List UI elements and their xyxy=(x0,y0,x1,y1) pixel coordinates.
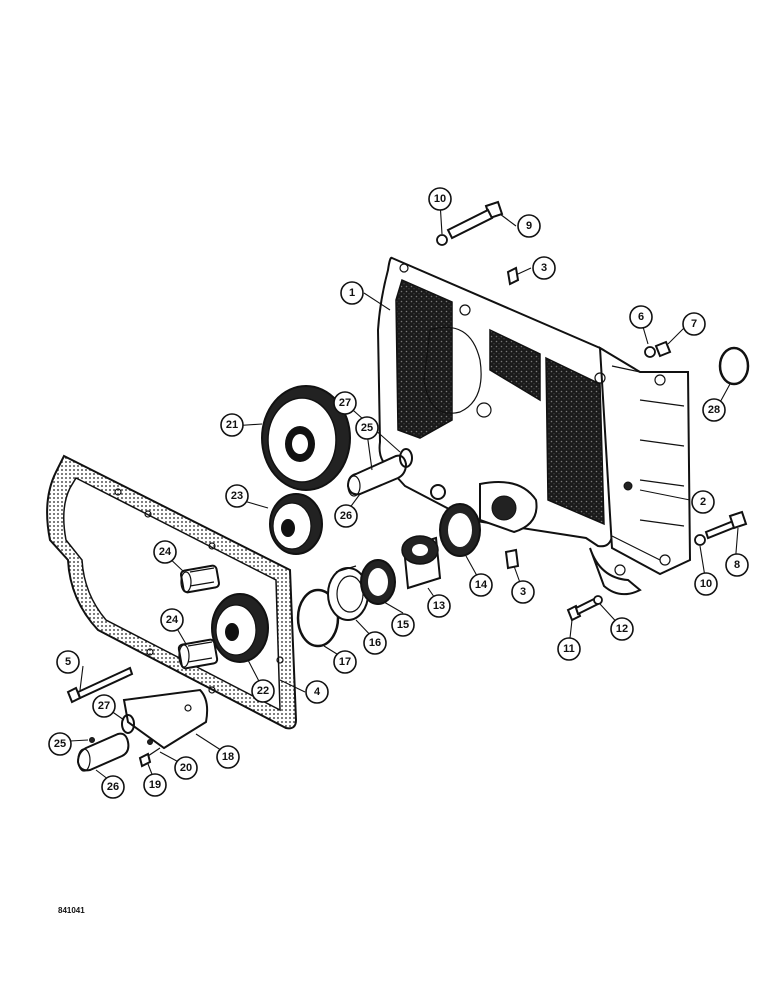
bolt-11-12 xyxy=(566,595,603,622)
gear-22 xyxy=(211,593,269,663)
svg-text:5: 5 xyxy=(65,656,71,668)
svg-text:10: 10 xyxy=(700,578,712,590)
svg-text:23: 23 xyxy=(231,490,243,502)
svg-text:9: 9 xyxy=(526,220,532,232)
svg-text:19: 19 xyxy=(149,779,161,791)
bearing-14 xyxy=(439,503,481,557)
callout-28: 28 xyxy=(702,398,726,422)
callout-22: 22 xyxy=(251,679,275,703)
cover-plate-18 xyxy=(122,688,209,750)
callout-26-lower: 26 xyxy=(101,775,125,799)
svg-text:24: 24 xyxy=(166,614,179,626)
needle-bearing-upper xyxy=(179,564,221,594)
callout-27-upper: 27 xyxy=(333,391,357,415)
svg-text:14: 14 xyxy=(475,579,488,591)
svg-text:27: 27 xyxy=(98,700,110,712)
sleeve-16 xyxy=(327,565,369,621)
callout-23: 23 xyxy=(225,484,249,508)
svg-text:21: 21 xyxy=(226,419,238,431)
callout-15: 15 xyxy=(391,613,415,637)
svg-text:3: 3 xyxy=(541,262,547,274)
callout-3-bottom: 3 xyxy=(511,580,535,604)
o-ring-seal-17 xyxy=(296,588,340,648)
callout-19: 19 xyxy=(143,773,167,797)
screw-19 xyxy=(138,739,161,768)
callout-21: 21 xyxy=(220,413,244,437)
gear-21 xyxy=(261,385,351,491)
svg-text:28: 28 xyxy=(708,404,720,416)
gear-23 xyxy=(269,493,323,555)
svg-text:16: 16 xyxy=(369,637,381,649)
callout-16: 16 xyxy=(363,631,387,655)
callout-18: 18 xyxy=(216,745,240,769)
callout-9: 9 xyxy=(517,214,541,238)
callout-13: 13 xyxy=(427,594,451,618)
callout-8: 8 xyxy=(725,553,749,577)
svg-text:25: 25 xyxy=(361,422,373,434)
shaft-lower xyxy=(76,714,135,772)
seal-15 xyxy=(360,559,396,605)
callout-2: 2 xyxy=(691,490,715,514)
svg-text:8: 8 xyxy=(734,559,740,571)
callout-10-top: 10 xyxy=(428,187,452,211)
bolt-9 xyxy=(436,200,504,246)
svg-text:20: 20 xyxy=(180,762,192,774)
callout-25-upper: 25 xyxy=(355,416,379,440)
svg-text:22: 22 xyxy=(257,685,269,697)
callout-4: 4 xyxy=(305,680,329,704)
callout-5: 5 xyxy=(56,650,80,674)
needle-bearing-lower xyxy=(177,638,219,670)
svg-text:3: 3 xyxy=(520,586,526,598)
callout-27-lower: 27 xyxy=(92,694,116,718)
callout-6: 6 xyxy=(629,305,653,329)
callout-7: 7 xyxy=(682,312,706,336)
svg-text:2: 2 xyxy=(700,496,706,508)
svg-text:27: 27 xyxy=(339,397,351,409)
svg-text:1: 1 xyxy=(349,287,355,299)
callout-24-upper: 24 xyxy=(153,540,177,564)
svg-text:10: 10 xyxy=(434,193,446,205)
svg-text:12: 12 xyxy=(616,623,628,635)
svg-text:4: 4 xyxy=(314,686,321,698)
callout-26-upper: 26 xyxy=(334,504,358,528)
callout-14: 14 xyxy=(469,573,493,597)
svg-text:7: 7 xyxy=(691,318,697,330)
svg-text:26: 26 xyxy=(340,510,352,522)
svg-text:17: 17 xyxy=(339,656,351,668)
callout-25-lower: 25 xyxy=(48,732,72,756)
svg-text:15: 15 xyxy=(397,619,409,631)
callout-11: 11 xyxy=(557,637,581,661)
svg-text:11: 11 xyxy=(563,643,575,655)
callout-20: 20 xyxy=(174,756,198,780)
callout-3-top: 3 xyxy=(532,256,556,280)
bolt-5 xyxy=(66,666,134,704)
svg-text:26: 26 xyxy=(107,781,119,793)
svg-text:18: 18 xyxy=(222,751,234,763)
bolt-8 xyxy=(694,510,748,546)
svg-text:6: 6 xyxy=(638,311,644,323)
callout-24-lower: 24 xyxy=(160,608,184,632)
callout-12: 12 xyxy=(610,617,634,641)
callout-1: 1 xyxy=(340,281,364,305)
callout-17: 17 xyxy=(333,650,357,674)
o-ring-28 xyxy=(718,346,750,386)
svg-text:24: 24 xyxy=(159,546,172,558)
figure-code: 841041 xyxy=(58,906,85,915)
nut-washer-6-7 xyxy=(644,340,672,358)
shaft-upper xyxy=(346,448,413,497)
callout-10-right: 10 xyxy=(694,572,718,596)
svg-text:25: 25 xyxy=(54,738,66,750)
svg-text:13: 13 xyxy=(433,600,445,612)
gear-housing xyxy=(376,256,692,596)
pinion-gear-13 xyxy=(401,535,442,590)
